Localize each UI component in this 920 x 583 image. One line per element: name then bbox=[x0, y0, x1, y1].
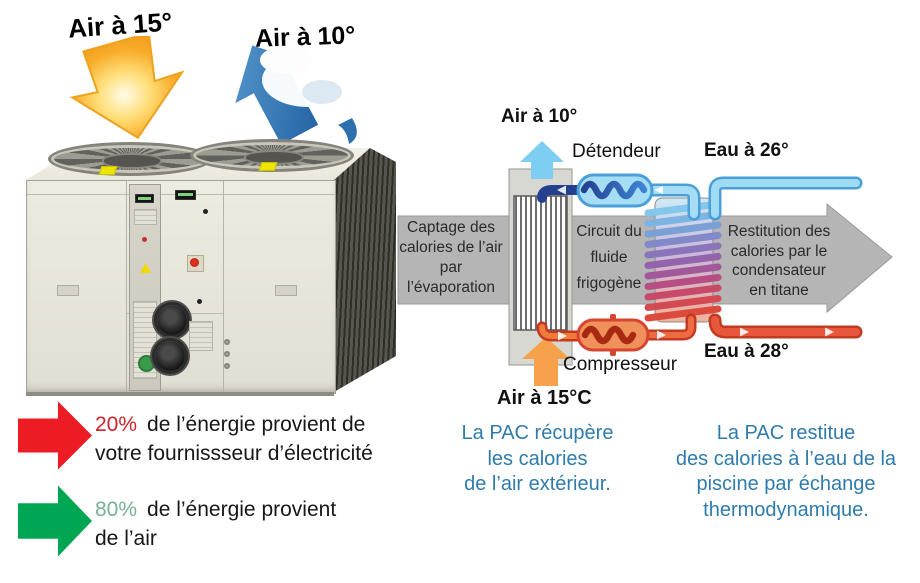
electricity-share-text: 20%de l’énergie provient de votre fourni… bbox=[95, 413, 373, 465]
warning-triangle-icon bbox=[140, 263, 151, 273]
display-screen bbox=[175, 190, 196, 200]
panel-label bbox=[275, 285, 297, 296]
green-badge bbox=[138, 355, 155, 372]
pac-diagram: Air à 10° Détendeur Eau à 26° Captage de… bbox=[395, 100, 920, 415]
cold-air-up-arrow-icon bbox=[235, 45, 373, 145]
stage-restitution-text: Restitution des calories par le condensa… bbox=[727, 223, 831, 299]
panel-label bbox=[57, 285, 79, 296]
indicator-light bbox=[142, 237, 147, 242]
pipe-fitting-top bbox=[157, 305, 187, 335]
screw-dot bbox=[197, 299, 202, 304]
brand-logo bbox=[134, 209, 157, 225]
compressor-wave bbox=[581, 325, 637, 345]
yellow-sticker bbox=[258, 162, 278, 171]
emergency-stop-button bbox=[187, 255, 204, 272]
water-in-label: Eau à 26° bbox=[704, 140, 789, 161]
refrigerant-pipe-cold bbox=[537, 183, 701, 221]
electricity-arrow-icon bbox=[18, 401, 92, 470]
air-percent: 80% bbox=[95, 498, 138, 521]
screw-dot bbox=[203, 209, 208, 214]
air-share-text: 80%de l’énergie provient de l’air bbox=[95, 498, 337, 550]
compressor-label: Compresseur bbox=[563, 354, 678, 375]
stage-capture-text: Captage des calories de l’air par l’évap… bbox=[399, 219, 503, 296]
cold-air-out-arrow-icon bbox=[520, 141, 564, 179]
caption-left: La PAC récupère les calories de l’air ex… bbox=[461, 422, 614, 495]
valve-nub bbox=[224, 339, 230, 345]
water-pipe-warm bbox=[708, 313, 863, 339]
valve-nub bbox=[224, 363, 230, 369]
air-out-label: Air à 10° bbox=[501, 106, 578, 127]
warm-air-in-arrow-icon bbox=[522, 337, 570, 386]
warm-air-down-arrow-icon bbox=[69, 36, 185, 140]
electricity-percent: 20% bbox=[95, 413, 138, 436]
caption-right: La PAC restitue des calories à l’eau de … bbox=[675, 422, 897, 521]
pac-diagram-art bbox=[397, 141, 893, 386]
refrigerant-pipe-hot bbox=[536, 313, 697, 342]
air-energy-arrow-icon bbox=[18, 485, 92, 557]
heat-pump-side-grille bbox=[334, 148, 396, 392]
water-out-label: Eau à 28° bbox=[704, 341, 789, 362]
water-pipe-cold bbox=[708, 176, 863, 221]
heat-pump-base bbox=[26, 392, 334, 396]
rating-sticker bbox=[189, 321, 213, 351]
evaporator-fins bbox=[513, 195, 568, 331]
stage-circuit-text: Circuit du fluide frigogène bbox=[576, 223, 642, 292]
heat-pump-unit bbox=[8, 139, 398, 402]
expansion-valve-label: Détendeur bbox=[572, 141, 661, 162]
valve-nub bbox=[224, 351, 230, 357]
heat-pump-front-panel bbox=[26, 180, 336, 394]
pipe-fitting-bottom bbox=[155, 341, 185, 371]
air-in-label: Air à 15°C bbox=[497, 387, 592, 409]
display-screen bbox=[135, 194, 154, 203]
fan-left-icon bbox=[48, 142, 212, 176]
condenser-coil bbox=[644, 200, 722, 322]
expansion-valve-wave bbox=[580, 180, 648, 200]
flow-arrow-icons bbox=[557, 185, 834, 341]
control-panel bbox=[129, 184, 161, 391]
yellow-sticker bbox=[98, 166, 118, 175]
